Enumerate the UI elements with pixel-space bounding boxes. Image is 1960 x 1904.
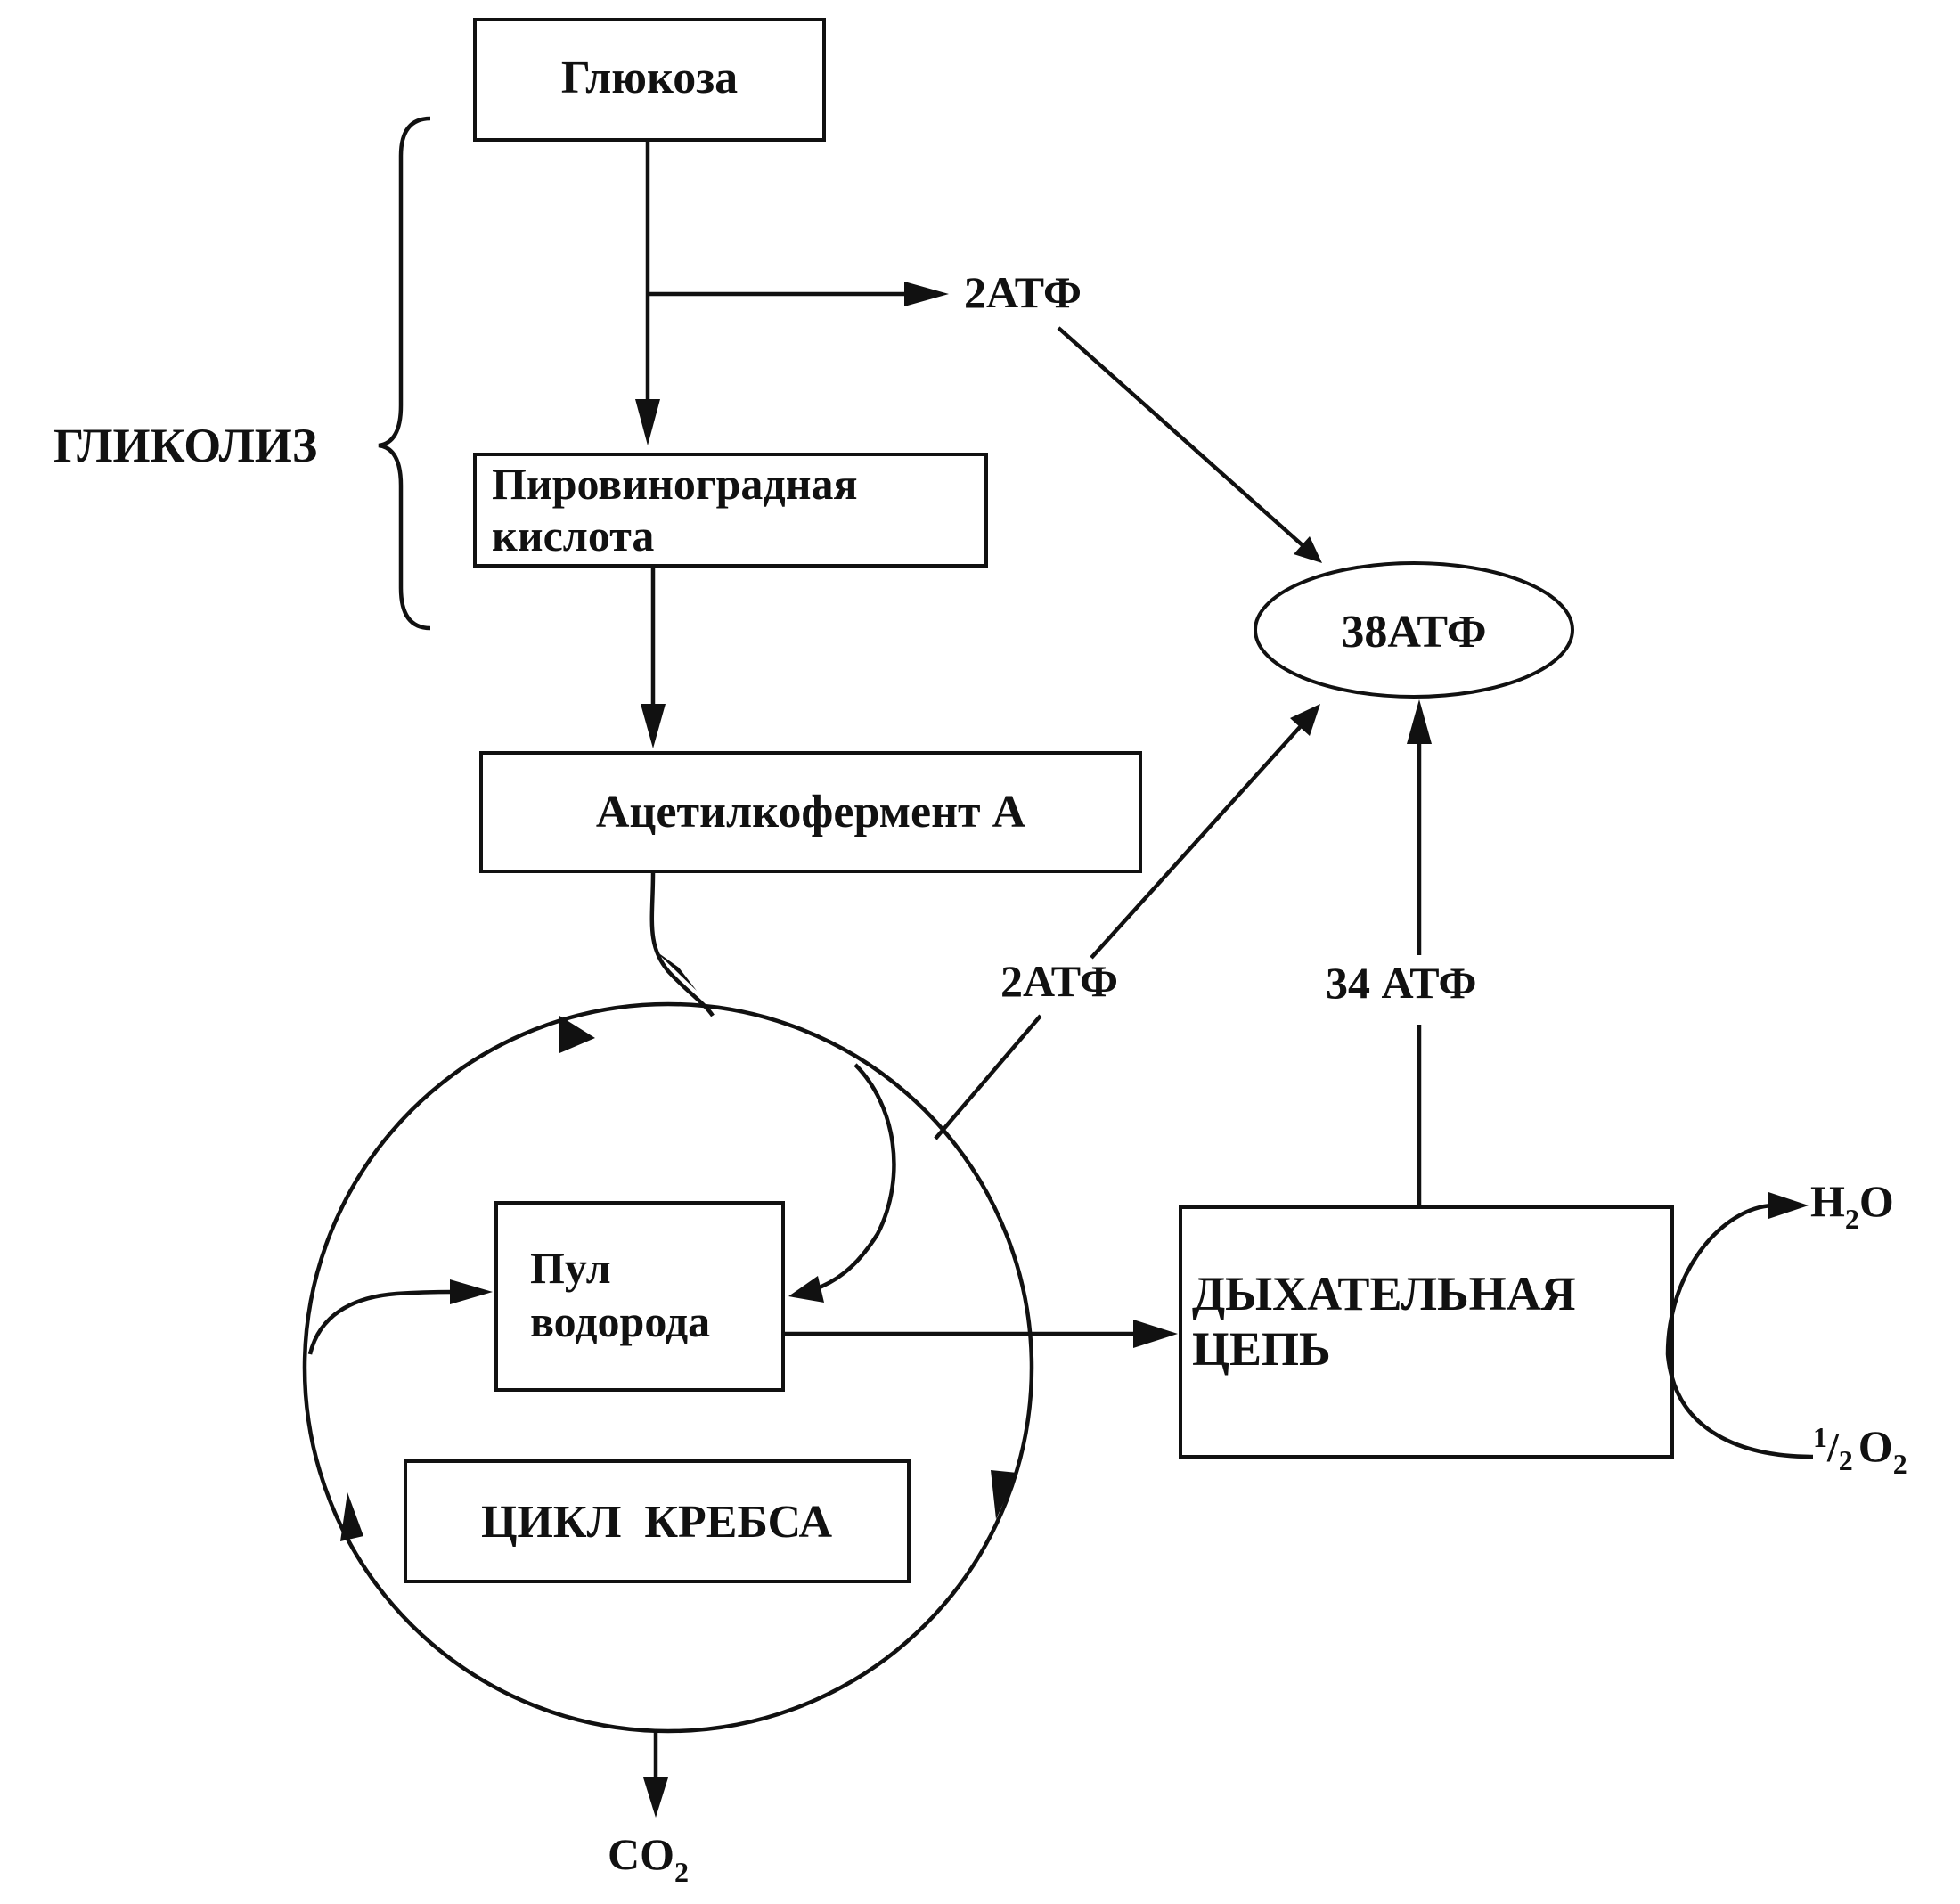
arrowhead-water-out — [1768, 1192, 1809, 1219]
pyruvic-acid-label-line1: Пировиноградная — [492, 459, 858, 509]
hydrogen-pool-label-line2: водорода — [530, 1296, 710, 1346]
hydrogen-pool-box — [494, 1201, 785, 1392]
glucose-label: Глюкоза — [561, 53, 738, 103]
arrow-oxygen-water-loop — [1665, 1203, 1814, 1459]
arrowhead-atp-chain-to-total — [1407, 699, 1432, 744]
pyruvic-acid-box — [473, 453, 988, 568]
arrow-cycle-to-atp — [934, 1014, 1042, 1140]
arrowhead-pyruvic-to-acetyl — [641, 704, 666, 748]
atp-krebs-label: 2АТФ — [1000, 956, 1118, 1006]
total-atp-label: 38АТФ — [1341, 607, 1486, 658]
glycolysis-brace — [378, 116, 431, 631]
krebs-cycle-label: ЦИКЛ КРЕБСА — [481, 1497, 832, 1548]
acetyl-coa-label: Ацетилкофермент А — [596, 787, 1026, 838]
atp-glycolysis-label: 2АТФ — [964, 267, 1082, 317]
arrowhead-glucose-to-pyruvic — [635, 399, 660, 445]
arrow-acetyl-to-cycle — [649, 872, 715, 1017]
arrow-atp-krebs-to-total — [1090, 724, 1303, 960]
arrowhead-cycle-left-to-hydrogen-pool — [450, 1279, 493, 1304]
arrowhead-acetyl-to-cycle — [654, 950, 697, 991]
water-label: H2O — [1810, 1176, 1894, 1235]
atp-chain-label: 34 АТФ — [1326, 958, 1476, 1008]
arrow-atp-glycolysis-to-total — [1057, 326, 1304, 547]
total-atp-ellipse — [1254, 561, 1574, 699]
respiratory-chain-label-line2: ЦЕПЬ — [1192, 1322, 1331, 1376]
krebs-cycle-circle — [302, 1001, 1034, 1734]
cycle-arrowhead-top — [559, 1016, 595, 1053]
respiratory-chain-box — [1179, 1205, 1674, 1459]
glycolysis-label: ГЛИКОЛИЗ — [53, 419, 317, 472]
pyruvic-acid-label-line2: кислота — [492, 511, 654, 560]
krebs-cycle-box — [404, 1459, 911, 1583]
co2-label: CO2 — [608, 1829, 689, 1888]
arrowhead-atp-glycolysis-to-total — [1294, 536, 1322, 563]
acetyl-coa-box — [479, 751, 1142, 873]
glucose-box — [473, 18, 826, 142]
respiratory-chain-label-line1: ДЫХАТЕЛЬНАЯ — [1192, 1267, 1576, 1320]
cycle-arrowhead-left — [340, 1492, 363, 1541]
arrow-cycle-to-hydrogen-pool — [812, 1063, 896, 1293]
arrowhead-glycolysis-to-atp — [904, 282, 949, 306]
arrowhead-hydrogen-pool-to-chain — [1133, 1320, 1178, 1348]
arrowhead-cycle-to-hydrogen-pool — [788, 1276, 824, 1303]
arrowhead-cycle-to-co2 — [643, 1777, 668, 1818]
arrowhead-atp-krebs-to-total — [1290, 704, 1320, 736]
hydrogen-pool-label-line1: Пул — [530, 1243, 611, 1293]
cycle-arrowhead-right — [991, 1470, 1017, 1519]
arrow-cycle-left-to-hydrogen-pool — [307, 1289, 455, 1355]
